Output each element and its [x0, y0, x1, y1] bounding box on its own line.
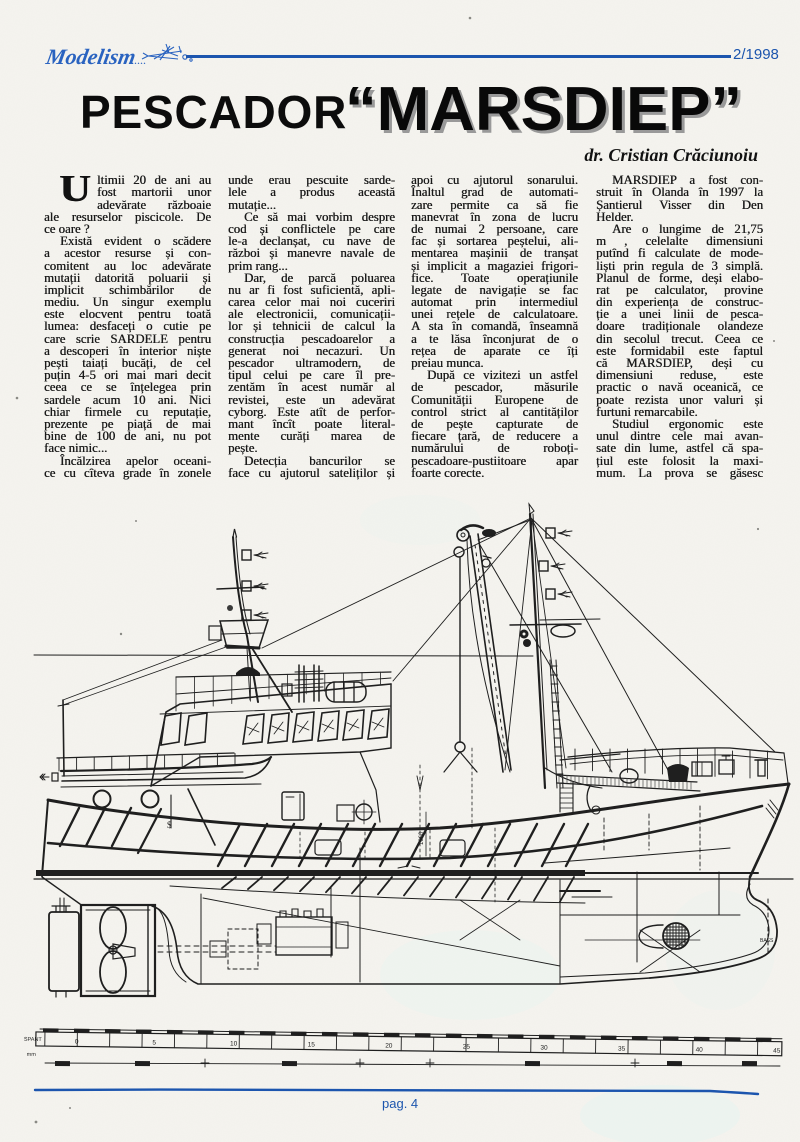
svg-text:25: 25	[463, 1044, 471, 1051]
svg-text:10: 10	[230, 1040, 238, 1047]
svg-text:5: 5	[152, 1039, 156, 1046]
svg-text:20: 20	[385, 1043, 393, 1050]
svg-text:......: ......	[128, 53, 146, 67]
svg-text:40: 40	[696, 1047, 704, 1054]
svg-text:1060: 1060	[419, 831, 425, 845]
svg-text:45: 45	[773, 1048, 781, 1055]
svg-text:$: $	[167, 820, 172, 830]
svg-text:SPANT: SPANT	[24, 1037, 43, 1043]
svg-text:35: 35	[618, 1046, 626, 1053]
svg-text:30: 30	[540, 1045, 548, 1052]
svg-text:BASS: BASS	[760, 938, 774, 944]
svg-text:mm: mm	[27, 1052, 37, 1058]
svg-text:Modelism: Modelism	[44, 44, 138, 69]
svg-text:15: 15	[308, 1042, 316, 1049]
svg-text:0: 0	[75, 1038, 79, 1045]
